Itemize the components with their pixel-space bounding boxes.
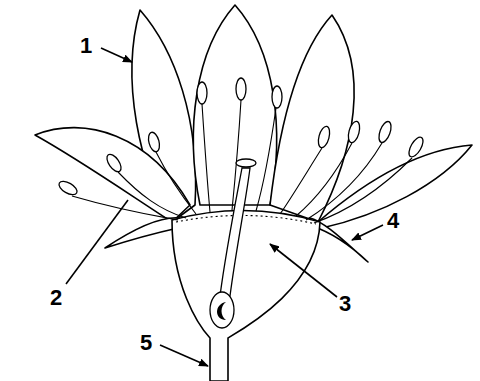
leader-line [352,225,383,240]
sepal [105,218,180,248]
leader-line [270,244,337,297]
petal [270,15,354,222]
callout-number: 3 [339,292,351,316]
callout-number: 4 [387,209,399,233]
callout-number: 5 [140,331,152,355]
callout-number: 1 [80,34,92,58]
callout-number: 2 [50,286,62,310]
leader-line [66,200,128,284]
receptacle [172,210,320,381]
leader-line [101,48,132,62]
leader-line [160,345,208,366]
petal [35,128,190,222]
